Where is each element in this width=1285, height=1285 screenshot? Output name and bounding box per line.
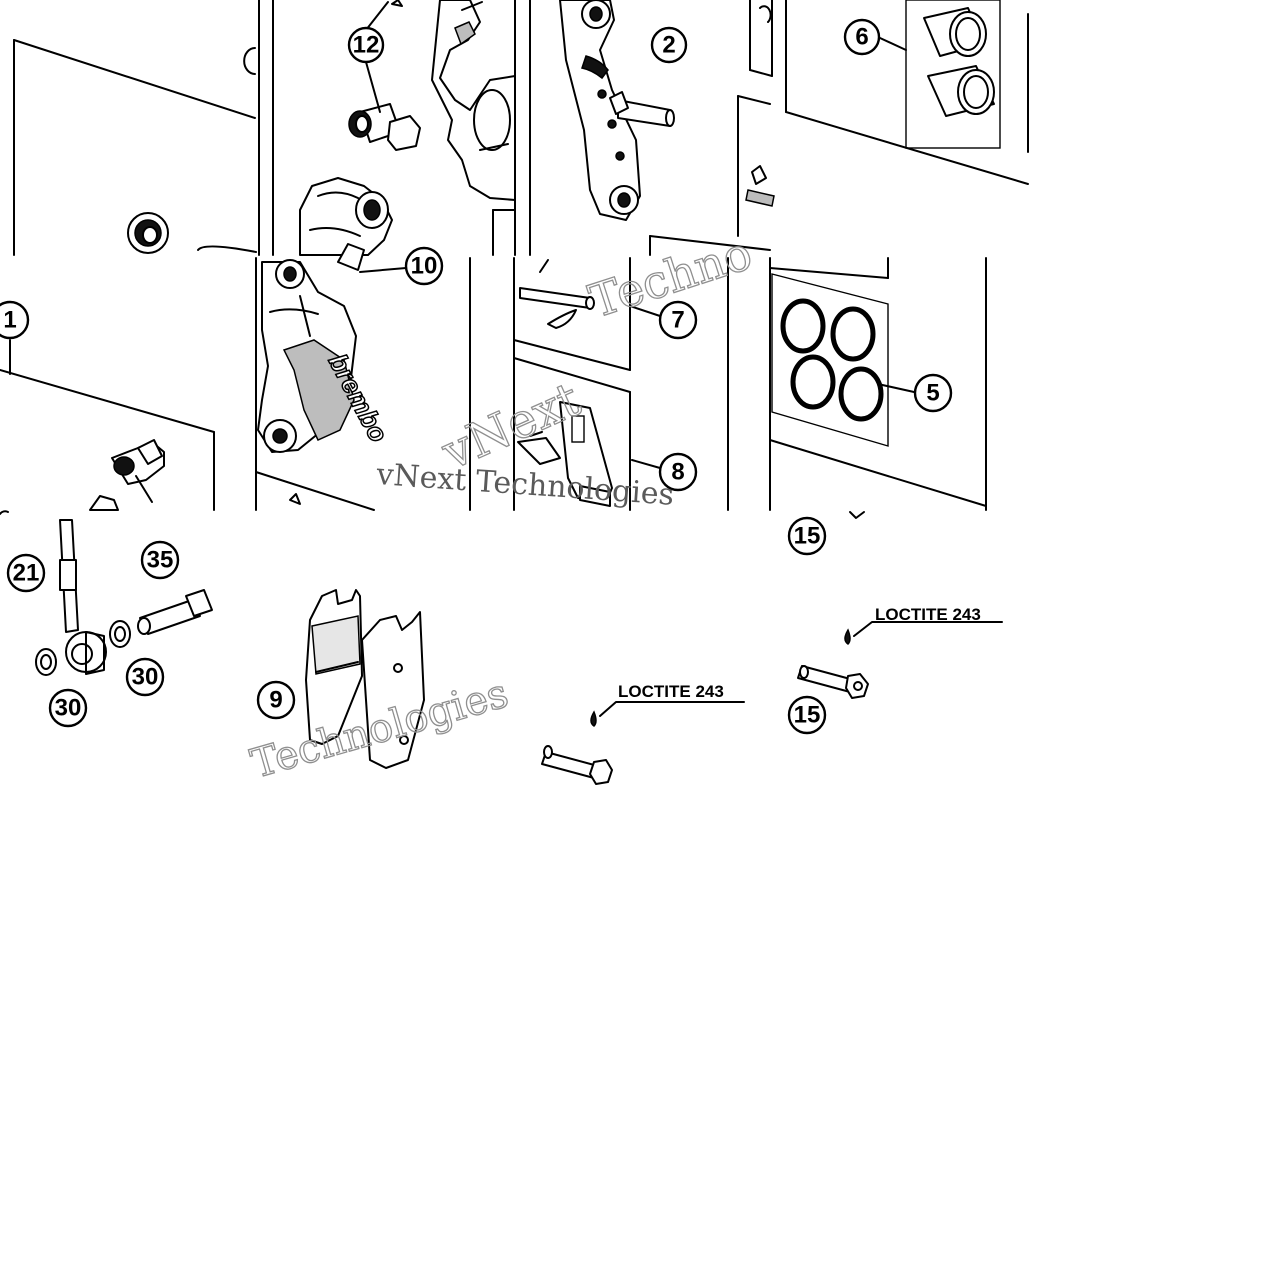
callout-2: 2 (650, 26, 688, 64)
svg-text:30: 30 (55, 695, 82, 722)
tile-brake-pads (305, 589, 425, 769)
pistons-box (905, 0, 1001, 149)
watermark-vnext: vNext (433, 371, 588, 481)
svg-text:7: 7 (671, 307, 684, 334)
svg-text:8: 8 (671, 459, 684, 486)
callout-30-right: 30 (125, 657, 165, 697)
tile-pin-loctite: LOCTITE 243 (541, 682, 745, 785)
tile-caliper-brembo: brembo (255, 257, 471, 511)
callout-35: 35 (140, 540, 180, 580)
tile-brake-line (35, 519, 213, 676)
banjo-bolt-part (137, 589, 213, 635)
tile-top-left (13, 0, 260, 256)
seal-ring-part (127, 212, 169, 254)
callout-7: 7 (658, 300, 698, 340)
callout-15-upper: 15 (787, 516, 827, 556)
seals-box (771, 273, 889, 447)
svg-text:15: 15 (794, 702, 821, 729)
callout-9: 9 (256, 680, 296, 720)
bleed-screw-part (348, 0, 421, 151)
pad-spring-part (517, 401, 613, 507)
pad-retainer-arm-part (559, 0, 675, 221)
callout-5: 5 (913, 373, 953, 413)
caliper-brembo-part (257, 259, 357, 453)
callout-30-left: 30 (48, 688, 88, 728)
svg-text:6: 6 (855, 24, 868, 51)
caliper-body-part (299, 177, 393, 271)
piston-pair-part (923, 7, 995, 117)
svg-text:30: 30 (132, 664, 159, 691)
callout-10: 10 (359, 246, 444, 286)
brake-pads-part (305, 589, 425, 769)
loctite-note-lower: LOCTITE 243 (618, 682, 724, 701)
bleed-valve-part (111, 439, 165, 503)
tile-pad-pin (529, 0, 771, 256)
seal-rings-part (780, 298, 884, 422)
tile-caliper-assembly (0, 339, 215, 515)
brake-hose-part (59, 519, 107, 675)
callout-6: 6 (843, 18, 881, 56)
callout-15-lower: 15 (787, 695, 827, 735)
pad-pin-part (519, 259, 595, 329)
tile-caliper-top (272, 0, 516, 271)
tile-bolt-loctite: LOCTITE 243 (797, 511, 1003, 699)
svg-text:10: 10 (411, 253, 438, 280)
svg-text:21: 21 (13, 560, 40, 587)
tile-pistons (737, 0, 1029, 237)
callout-12: 12 (347, 1, 389, 113)
washer-part (35, 620, 131, 676)
callout-21: 21 (6, 553, 46, 593)
callout-1: 1 (0, 300, 30, 340)
guide-pin-part (541, 710, 613, 785)
svg-text:15: 15 (794, 523, 821, 550)
loctite-note-upper: LOCTITE 243 (875, 605, 981, 624)
svg-text:9: 9 (269, 687, 282, 714)
caliper-bracket-part (431, 0, 516, 201)
svg-text:2: 2 (662, 32, 675, 59)
mounting-bolt-part (797, 628, 869, 699)
svg-text:12: 12 (353, 32, 380, 59)
callout-8: 8 (658, 452, 698, 492)
tile-seals (769, 257, 987, 511)
svg-text:35: 35 (147, 547, 174, 574)
svg-text:5: 5 (926, 380, 939, 407)
tile-pin-spring (513, 257, 729, 511)
svg-text:1: 1 (3, 307, 16, 334)
